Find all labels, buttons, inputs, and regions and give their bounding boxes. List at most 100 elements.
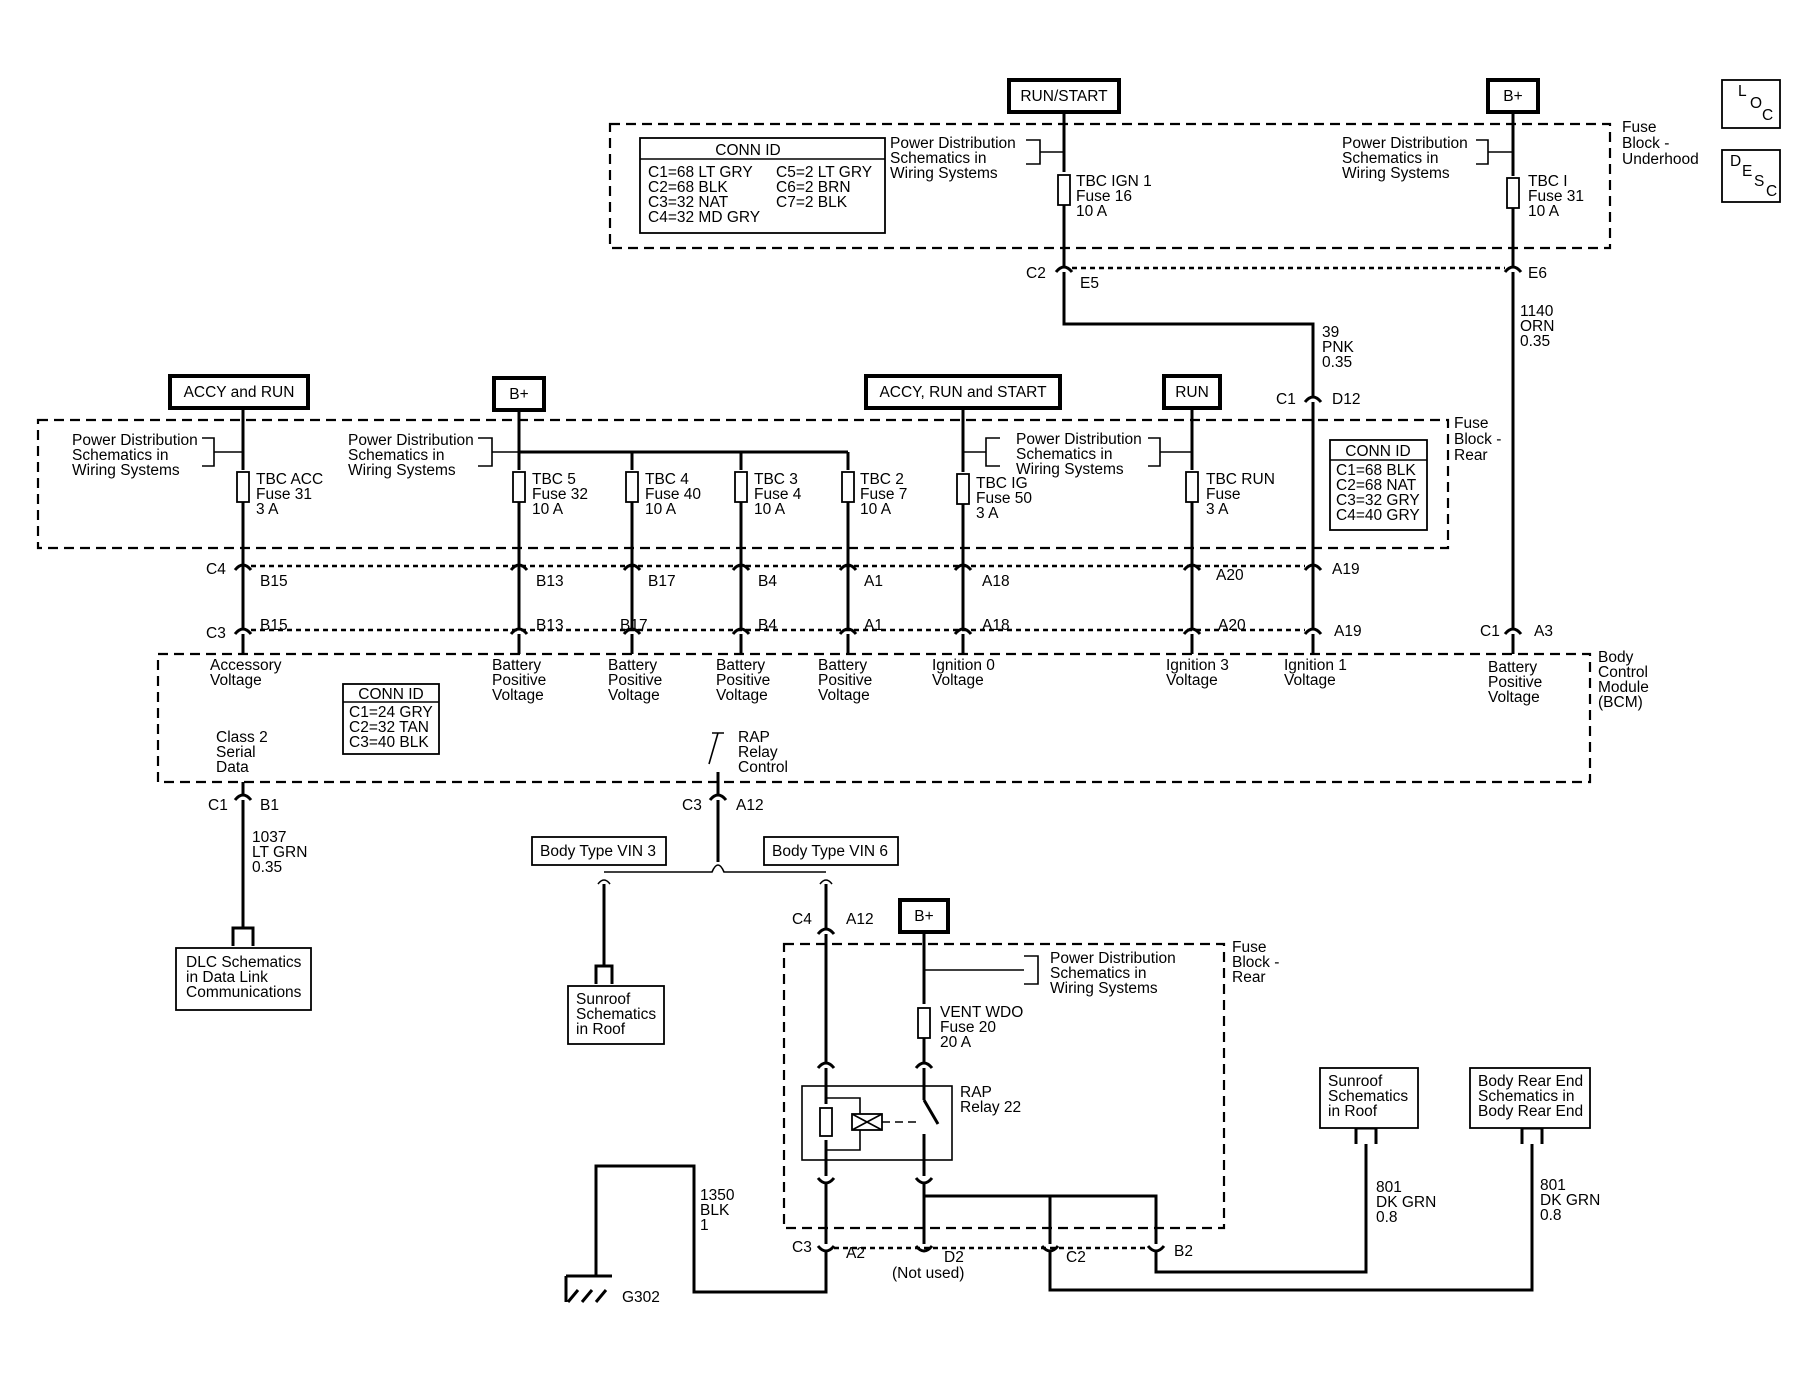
sunroof-left-connector [594,964,614,984]
svg-text:in Roof: in Roof [1328,1103,1378,1120]
svg-text:LT GRN: LT GRN [252,844,307,861]
svg-text:Voltage: Voltage [1284,672,1336,689]
dlc-connector [231,926,255,946]
wire-1037-lt-grn-label: 1037 LT GRN 0.35 [252,829,307,876]
loc-button[interactable]: L O C [1721,79,1781,129]
svg-text:Schematics in: Schematics in [1050,965,1146,982]
svg-text:1140: 1140 [1520,303,1554,320]
svg-text:Wiring Systems: Wiring Systems [72,462,180,479]
svg-text:in Roof: in Roof [576,1021,626,1038]
pin-a12-rear-label: A12 [846,911,874,928]
option-break-left [597,879,611,885]
svg-text:B+: B+ [1503,88,1522,105]
svg-text:RAP: RAP [960,1084,992,1101]
connector-c3-rear-label: C3 [792,1239,812,1256]
desc-letter: C [1766,183,1777,200]
svg-text:TBC ACC: TBC ACC [256,471,323,488]
pin-labels-c4: B15 B13 B17 B4 A1 A18 A20 A19 [260,561,1360,590]
svg-text:C3=32 NAT: C3=32 NAT [648,194,729,211]
pin-d12-label: D12 [1332,391,1360,408]
svg-text:TBC IG: TBC IG [976,475,1028,492]
svg-text:Battery: Battery [492,657,541,674]
svg-text:Schematics: Schematics [1328,1088,1408,1105]
svg-text:Body: Body [1598,649,1634,666]
svg-text:3 A: 3 A [256,501,279,518]
bcm-label: Body Control Module (BCM) [1598,649,1649,711]
wire-39-pnk-label: 39 PNK 0.35 [1322,324,1355,371]
dlc-ref-box[interactable]: DLC Schematics in Data Link Communicatio… [175,947,312,1011]
svg-text:B13: B13 [536,617,564,634]
wire-801-dk-grn-2 [1048,1144,1534,1292]
connector-c4-rear-label: C4 [792,911,812,928]
svg-text:Fuse 31: Fuse 31 [1528,188,1584,205]
svg-text:CONN ID: CONN ID [1345,443,1410,460]
svg-text:C7=2 BLK: C7=2 BLK [776,194,848,211]
fuse-tbc-i [1506,177,1520,209]
svg-text:Fuse 40: Fuse 40 [645,486,701,503]
loc-letter: L [1738,83,1747,100]
svg-text:Power Distribution: Power Distribution [72,432,198,449]
pd-ref-underhood-1: Power Distribution Schematics in Wiring … [890,135,1064,182]
svg-text:B15: B15 [260,617,288,634]
svg-text:C3=32 GRY: C3=32 GRY [1336,492,1420,509]
wires-into-bcm [241,634,1515,654]
sunroof-left-ref-box[interactable]: Sunroof Schematics in Roof [567,985,665,1045]
svg-text:TBC 3: TBC 3 [754,471,798,488]
svg-text:A1: A1 [864,617,883,634]
body-type-vin-3: Body Type VIN 3 [531,836,667,866]
svg-text:Voltage: Voltage [608,687,660,704]
pd-ref-rear-2: Power Distribution Schematics in Wiring … [348,432,519,479]
svg-text:10 A: 10 A [645,501,677,518]
svg-text:Relay 22: Relay 22 [960,1099,1021,1116]
svg-text:Relay: Relay [738,744,778,761]
svg-text:Schematics in: Schematics in [890,150,986,167]
rap-relay-22: RAP Relay 22 [801,1084,1021,1161]
sunroof-right-ref-box[interactable]: Sunroof Schematics in Roof [1319,1067,1419,1129]
svg-text:1: 1 [700,1217,709,1234]
svg-text:A18: A18 [982,573,1010,590]
conn-id-bcm: CONN ID C1=24 GRY C2=32 TAN C3=40 BLK [342,683,440,755]
wire-1350-blk-label: 1350 BLK 1 [700,1187,735,1234]
source-b-plus-low: B+ [898,898,950,934]
wire-801-dk-grn-1-label: 801 DK GRN 0.8 [1376,1179,1436,1226]
svg-text:ORN: ORN [1520,318,1554,335]
svg-text:A20: A20 [1218,617,1246,634]
svg-text:B17: B17 [648,573,676,590]
svg-text:Wiring Systems: Wiring Systems [348,462,456,479]
loc-letter: O [1750,95,1762,112]
svg-text:Positive: Positive [1488,674,1542,691]
svg-text:Accessory: Accessory [210,657,282,674]
svg-text:Power Distribution: Power Distribution [890,135,1016,152]
connector-a2 [816,1245,836,1253]
pin-d2-label: D2 [944,1249,964,1266]
relay-pin-switch-top [914,1061,934,1069]
desc-button[interactable]: D E S C [1721,149,1781,203]
svg-text:C1=68 BLK: C1=68 BLK [1336,462,1416,479]
fuse-tbc-ig [956,473,970,505]
svg-text:Battery: Battery [1488,659,1537,676]
connector-d12 [1303,395,1323,403]
svg-text:Wiring Systems: Wiring Systems [1342,165,1450,182]
svg-text:Underhood: Underhood [1622,151,1699,168]
body-rear-ref-box[interactable]: Body Rear End Schematics in Body Rear En… [1469,1067,1591,1129]
svg-text:10 A: 10 A [860,501,892,518]
svg-text:Schematics in: Schematics in [1478,1088,1574,1105]
svg-text:Block -: Block - [1232,954,1279,971]
svg-text:RAP: RAP [738,729,770,746]
svg-text:Schematics in: Schematics in [72,447,168,464]
svg-text:Fuse: Fuse [1454,415,1488,432]
svg-text:Battery: Battery [608,657,657,674]
fuse-labels-rear: TBC ACC Fuse 31 3 A TBC 5 Fuse 32 10 A T… [256,471,1275,522]
svg-text:3 A: 3 A [1206,501,1229,518]
svg-text:TBC I: TBC I [1528,173,1568,190]
connector-c1-label: C1 [1276,391,1296,408]
svg-text:Power Distribution: Power Distribution [1342,135,1468,152]
svg-text:Power Distribution: Power Distribution [1050,950,1176,967]
svg-text:TBC RUN: TBC RUN [1206,471,1275,488]
svg-text:Wiring Systems: Wiring Systems [1016,461,1124,478]
svg-text:Body Type VIN 3: Body Type VIN 3 [540,843,656,860]
pd-ref-rear-3: Power Distribution Schematics in Wiring … [963,431,1192,478]
connector-c2-bottom [1040,1245,1060,1253]
svg-text:TBC 5: TBC 5 [532,471,576,488]
pin-labels-c3: B15 B13 B17 B4 A1 A18 A20 A19 C1 A3 [260,617,1553,640]
